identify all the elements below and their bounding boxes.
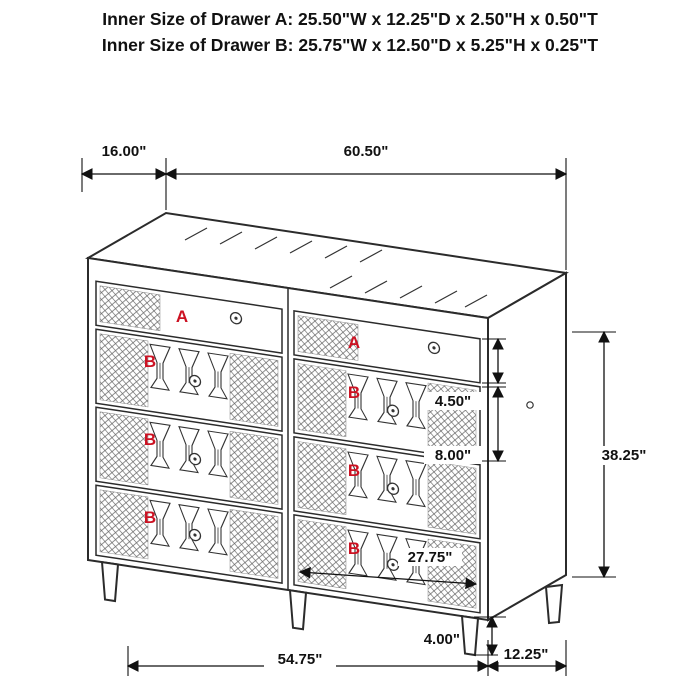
base-width-dimension: 54.75" — [126, 640, 490, 676]
drawer-b-left-2 — [95, 406, 283, 510]
drawer-knob — [229, 311, 243, 325]
leg-height-dimension: 4.00" — [414, 615, 506, 657]
leg-front-center — [288, 589, 308, 631]
drawer-a-height-value: 4.50" — [435, 393, 471, 410]
drawer-b-left-1-label: B — [144, 352, 156, 371]
drawer-b-right-2-label: B — [348, 461, 360, 480]
drawer-b-right-1-label: B — [348, 383, 360, 402]
drawer-b-left-2-label: B — [144, 430, 156, 449]
drawer-knob — [386, 404, 400, 417]
drawer-b-right-3-label: B — [348, 539, 360, 558]
drawer-knob — [386, 482, 400, 495]
drawer-knob — [188, 374, 202, 388]
drawer-b-right-1 — [293, 358, 481, 462]
drawer-b-right-3 — [293, 514, 481, 614]
leg-height-value: 4.00" — [424, 631, 460, 648]
wood-grain-marks — [184, 227, 488, 308]
overall-height-value: 38.25" — [602, 447, 647, 464]
dresser-front-face — [87, 256, 489, 657]
top-depth-value: 16.00" — [102, 143, 147, 160]
drawer-crosshatch-panels — [99, 285, 477, 609]
overall-height-dimension: 38.25" — [572, 330, 656, 579]
base-width-value: 54.75" — [278, 651, 323, 668]
drawer-a-inner-size-text: Inner Size of Drawer A: 25.50"W x 12.25"… — [102, 9, 598, 29]
drawer-a-left-label: A — [176, 307, 188, 326]
top-depth-dimension: 16.00" — [80, 143, 168, 210]
header: Inner Size of Drawer A: 25.50"W x 12.25"… — [102, 9, 598, 55]
drawer-knob — [188, 452, 202, 466]
leg-back-right — [544, 583, 564, 625]
drawer-fronts — [95, 280, 481, 614]
drawer-b-left-3-label: B — [144, 508, 156, 527]
drawer-knob — [427, 341, 441, 355]
leg-front-left — [100, 560, 120, 603]
drawer-b-height-dimension: 8.00" — [424, 385, 506, 464]
side-cam-lock-dot — [526, 401, 534, 409]
drawer-a-right — [293, 310, 481, 384]
drawer-b-height-value: 8.00" — [435, 447, 471, 464]
drawer-width-value: 27.75" — [408, 549, 453, 566]
drawer-width-dimension: 27.75" — [298, 548, 478, 590]
dresser-side-panel — [487, 271, 567, 622]
top-width-dimension: 60.50" — [164, 143, 568, 270]
drawer-b-inner-size-text: Inner Size of Drawer B: 25.75"W x 12.50"… — [102, 35, 598, 55]
drawer-a-left — [95, 280, 283, 354]
leg-front-right — [460, 614, 480, 657]
front-legs — [100, 560, 480, 657]
drawer-a-right-label: A — [348, 333, 360, 352]
base-depth-dimension: 12.25" — [486, 640, 568, 676]
drawer-b-right-2 — [293, 436, 481, 540]
top-width-value: 60.50" — [344, 143, 389, 160]
drawer-a-height-dimension: 4.50" — [424, 337, 506, 410]
drawer-knob — [188, 528, 202, 542]
drawer-letter-labels: A A B B B B B B — [144, 307, 360, 558]
drawer-b-left-1 — [95, 328, 283, 432]
base-depth-value: 12.25" — [504, 646, 549, 663]
drawer-b-left-3 — [95, 484, 283, 584]
